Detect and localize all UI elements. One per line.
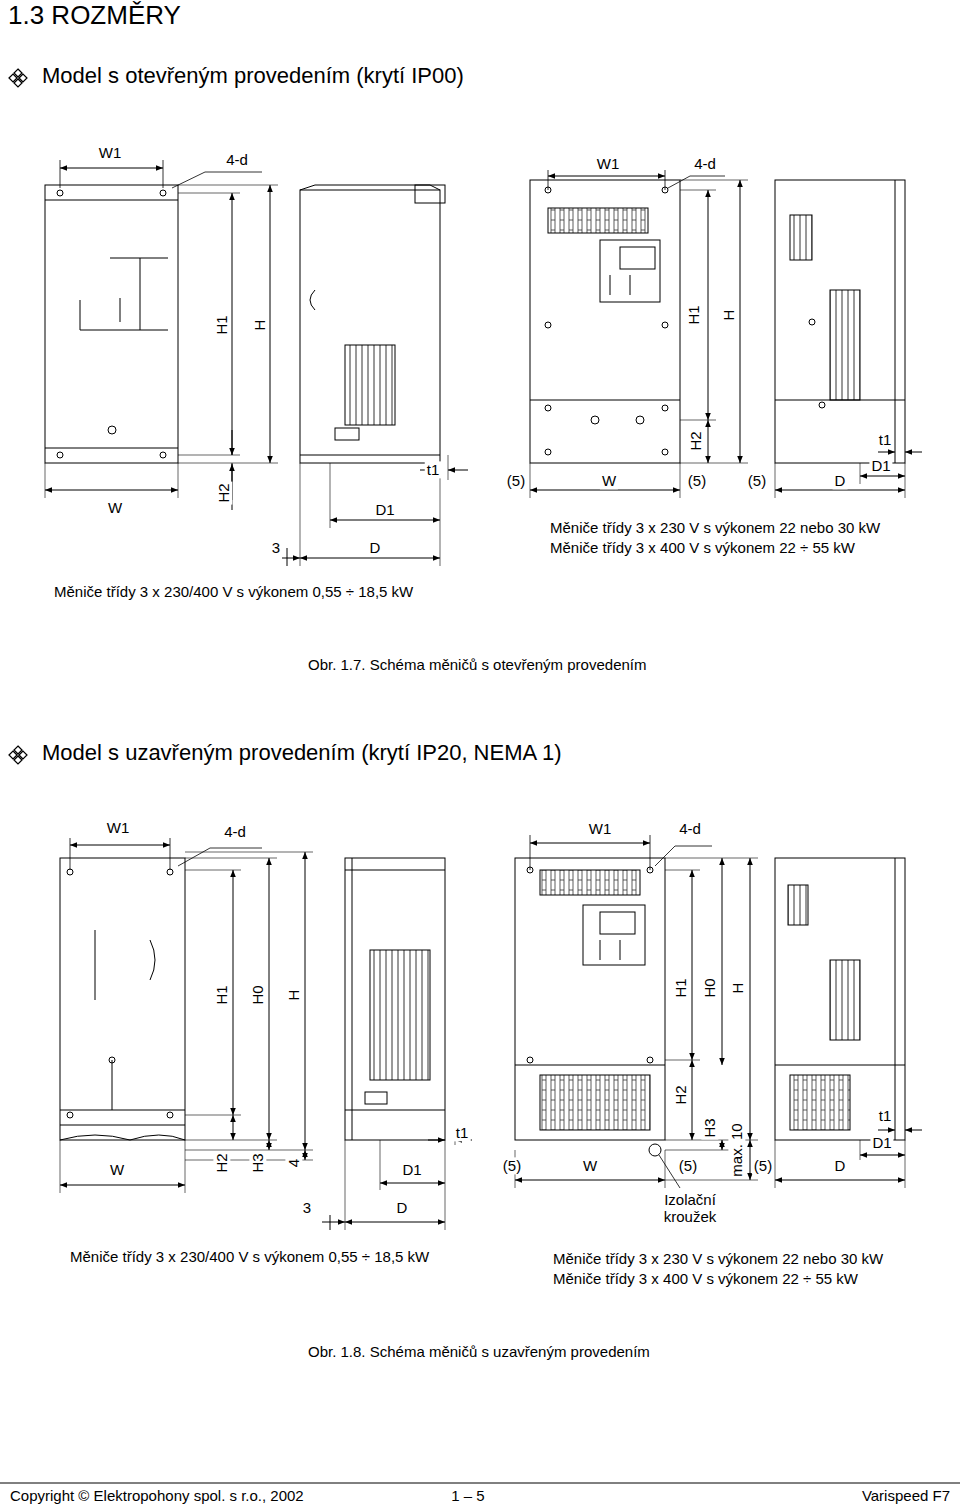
dimension-label: D1 <box>870 1134 893 1151</box>
dimension-label: D <box>368 539 383 556</box>
dimension-label: 3 <box>301 1199 313 1216</box>
dimension-label: H <box>729 981 746 996</box>
dimension-label: W1 <box>587 820 614 837</box>
caption-text: Měniče třídy 3 x 230 V s výkonem 22 nebo… <box>551 1250 885 1267</box>
caption-text: Obr. 1.7. Schéma měničů s otevřeným prov… <box>306 656 649 673</box>
callout-label: Izolační kroužek <box>652 1191 728 1226</box>
dimension-label: W <box>106 499 124 516</box>
dimension-label: 4-d <box>692 155 718 172</box>
caption-text: Copyright © Elektropohony spol. s r.o., … <box>8 1487 306 1504</box>
caption-text: Měniče třídy 3 x 230 V s výkonem 22 nebo… <box>548 519 882 536</box>
dimension-label: D1 <box>400 1161 423 1178</box>
dimension-label: t1 <box>877 1107 894 1124</box>
dimension-label: (5) <box>752 1157 774 1174</box>
dimension-label: H3 <box>701 1116 718 1139</box>
dimension-label: H1 <box>213 983 230 1006</box>
dimension-label: H2 <box>672 1083 689 1106</box>
dimension-label: D1 <box>373 501 396 518</box>
dimension-label: max. 10 <box>728 1121 745 1178</box>
dimension-label: D1 <box>869 457 892 474</box>
dimension-label: t1 <box>425 461 442 478</box>
dimension-label: D <box>395 1199 410 1216</box>
dimension-label: (5) <box>501 1157 523 1174</box>
dimension-label: H3 <box>249 1151 266 1174</box>
dimension-label: 4-d <box>222 823 248 840</box>
dimension-label: W1 <box>595 155 622 172</box>
dimension-label: D <box>833 1157 848 1174</box>
dimension-label: H <box>285 988 302 1003</box>
dimension-label: H2 <box>687 429 704 452</box>
dimension-label: 4-d <box>224 151 250 168</box>
dimension-label: W1 <box>105 819 132 836</box>
caption-text: Obr. 1.8. Schéma měničů s uzavřeným prov… <box>306 1343 652 1360</box>
dimension-label: H1 <box>685 303 702 326</box>
dimension-label: D <box>833 472 848 489</box>
section-heading: Model s uzavřeným provedením (krytí IP20… <box>40 740 564 765</box>
dimension-label: H2 <box>213 1151 230 1174</box>
caption-text: Měniče třídy 3 x 230/400 V s výkonem 0,5… <box>68 1248 431 1265</box>
dimension-label: 4 <box>285 1157 302 1169</box>
caption-text: Měniče třídy 3 x 400 V s výkonem 22 ÷ 55… <box>551 1270 860 1287</box>
dimension-label: H0 <box>701 976 718 999</box>
dimension-label: W1 <box>97 144 124 161</box>
dimension-label: t1 <box>877 431 894 448</box>
caption-text: Měniče třídy 3 x 400 V s výkonem 22 ÷ 55… <box>548 539 857 556</box>
dimension-label: W <box>581 1157 599 1174</box>
page-title: 1.3 ROZMĚRY <box>8 0 181 31</box>
dimension-label: t1 <box>454 1124 471 1141</box>
dimension-label: H <box>251 318 268 333</box>
section-heading: Model s otevřeným provedením (krytí IP00… <box>40 63 466 88</box>
caption-text: Měniče třídy 3 x 230/400 V s výkonem 0,5… <box>52 583 415 600</box>
dimension-label: 3 <box>270 539 282 556</box>
dimension-label: W <box>600 472 618 489</box>
dimension-label: (5) <box>686 472 708 489</box>
dimension-label: H <box>720 308 737 323</box>
dimension-label: 4-d <box>677 820 703 837</box>
dimension-label: W <box>108 1161 126 1178</box>
dimension-label: H2 <box>215 481 232 504</box>
dimension-label: 1 – 5 <box>449 1487 486 1504</box>
dimension-label: H1 <box>672 976 689 999</box>
caption-text: Varispeed F7 <box>860 1487 952 1504</box>
dimension-label: (5) <box>677 1157 699 1174</box>
dimension-label: H0 <box>249 983 266 1006</box>
dimension-label: (5) <box>746 472 768 489</box>
dimension-label: H1 <box>213 313 230 336</box>
dimension-label: (5) <box>505 472 527 489</box>
